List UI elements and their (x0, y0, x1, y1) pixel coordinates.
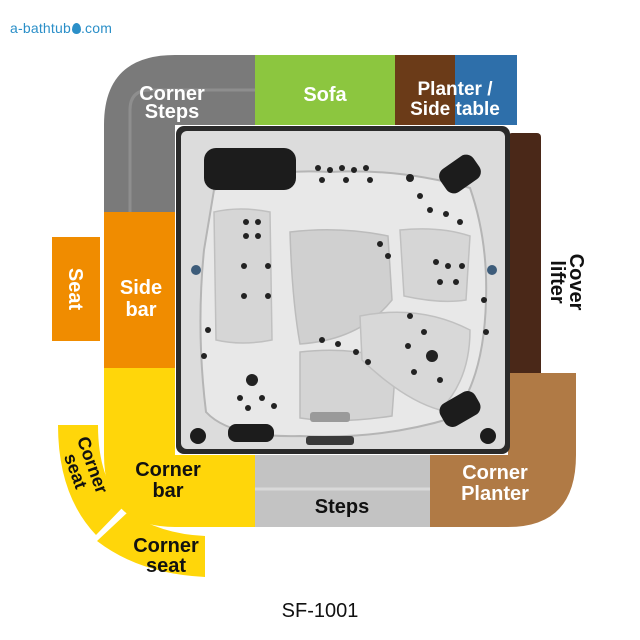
sofa-section: Sofa (255, 55, 395, 125)
spa-tub (176, 126, 510, 454)
headrest-pillow (439, 391, 481, 427)
side-bar-section: Side bar (104, 212, 175, 368)
corner-seat-bottom-label-2: seat (146, 555, 186, 577)
water-drop-icon (71, 23, 81, 34)
corner-steps-label-1: Corner (139, 83, 205, 105)
corner-planter-label-2: Planter (461, 483, 529, 505)
model-caption: SF-1001 (281, 600, 359, 622)
sofa-label: Sofa (303, 84, 347, 106)
logo-text: a-bathtub (10, 20, 71, 36)
corner-bar-label-1: Corner (135, 459, 201, 481)
steps-label: Steps (315, 496, 369, 518)
corner-bar-section: Corner bar (104, 368, 255, 527)
logo-suffix: .com (80, 20, 113, 36)
headrest-pillow (204, 148, 296, 190)
corner-seat-bottom-label-1: Corner (133, 535, 199, 557)
planter-label-1: Planter / (418, 79, 494, 100)
corner-planter-label-1: Corner (462, 462, 528, 484)
seat-section: Seat (52, 237, 100, 341)
jets (201, 165, 489, 411)
corner-steps-label-2: Steps (145, 101, 199, 123)
cover-lifter-label-2: lifter (546, 260, 568, 304)
seat-label: Seat (64, 268, 86, 311)
site-logo: a-bathtub .com (10, 20, 112, 36)
side-bar-label-1: Side (120, 277, 162, 299)
planter-side-table-section: Planter / Side table (395, 55, 517, 125)
corner-seat-bottom-section: Corner seat (97, 512, 205, 577)
control-panel (306, 436, 354, 445)
planter-label-2: Side table (410, 99, 500, 120)
headrest-pillow (228, 424, 274, 442)
steps-section: Steps (255, 455, 430, 527)
corner-planter-section: Corner Planter (430, 373, 576, 527)
cover-lifter-label-1: Cover (565, 254, 587, 311)
side-bar-label-2: bar (125, 299, 156, 321)
headrest-pillow (439, 154, 481, 194)
corner-bar-label-2: bar (152, 480, 183, 502)
corner-steps-section: Corner Steps (104, 55, 255, 212)
